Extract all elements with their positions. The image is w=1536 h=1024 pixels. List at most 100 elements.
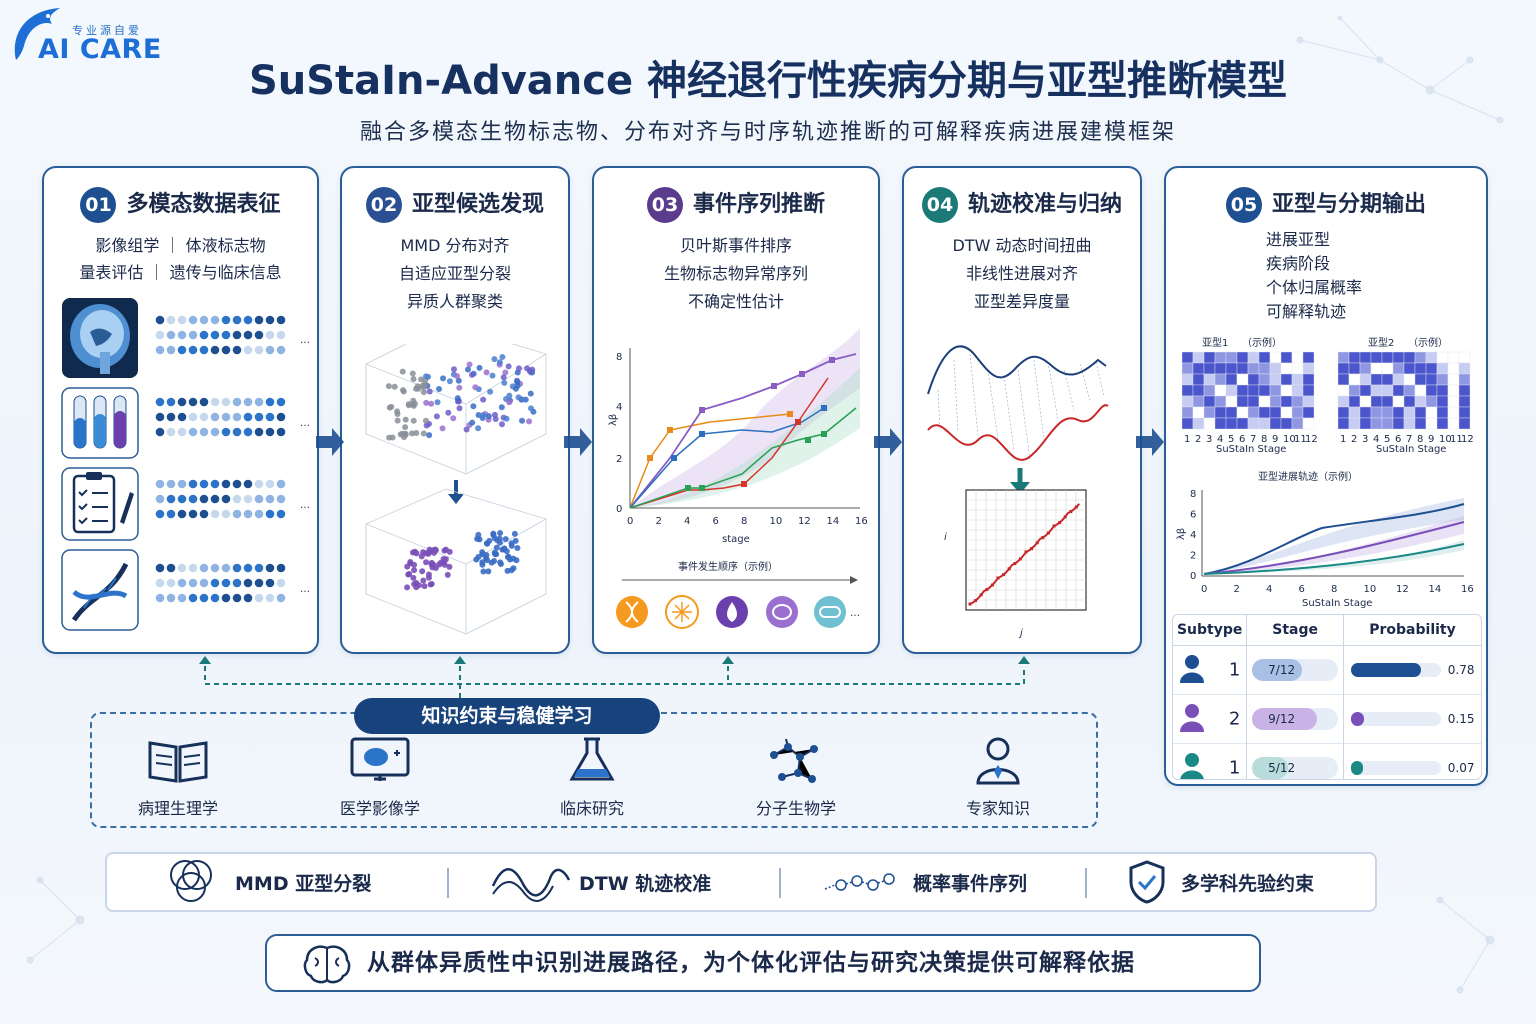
method-mmd: MMD 亚型分裂 xyxy=(161,854,371,910)
chart3-marker xyxy=(829,357,835,363)
heatmap-tick: 1 xyxy=(1184,434,1190,445)
molecule-icon xyxy=(770,738,818,783)
arrow-right-icon xyxy=(874,428,902,456)
ellipsis-3: … xyxy=(300,500,310,511)
knowledge-item-label: 病理生理学 xyxy=(137,799,218,818)
dolphin-logo-icon xyxy=(14,8,60,60)
panel-title: 亚型与分期输出 xyxy=(1271,192,1426,217)
trajectory-xtick: 0 xyxy=(1201,584,1207,595)
chart3-marker xyxy=(699,485,705,491)
chart3-ytick: 0 xyxy=(616,504,622,515)
panel-title: 多模态数据表征 xyxy=(126,192,281,217)
panel-4-line-1: DTW 动态时间扭曲 xyxy=(952,236,1092,255)
dtw-jlabel: j xyxy=(1018,628,1023,639)
page-subtitle: 融合多模态生物标志物、分布对齐与时序轨迹推断的可解释疾病进展建模框架 xyxy=(359,120,1176,145)
knowledge-item-medical-imaging: 医学影像学 xyxy=(300,735,460,819)
panel-1-line-2: 量表评估 ｜ 遗传与临床信息 xyxy=(79,263,282,282)
method-label: MMD 亚型分裂 xyxy=(235,872,372,895)
knowledge-title: 知识约束与稳健学习 xyxy=(354,698,660,734)
heatmap-tick: 8 xyxy=(1417,434,1423,445)
panel-title: 亚型候选发现 xyxy=(411,192,544,217)
chart3-marker xyxy=(685,485,691,491)
trajectory-xtick: 12 xyxy=(1396,584,1409,595)
chart3-xtick: 0 xyxy=(627,516,633,527)
brain-event-icon xyxy=(766,596,798,628)
panel-5-line-4: 可解释轨迹 xyxy=(1266,302,1347,321)
panel-1-header: 01 多模态数据表征 xyxy=(44,186,317,223)
knowledge-item-clinical-research: 临床研究 xyxy=(512,735,672,819)
scatter-points-mixed xyxy=(385,353,537,441)
step-badge: 05 xyxy=(1225,187,1262,223)
trajectory-xtick: 10 xyxy=(1364,584,1377,595)
trajectory-xlabel: SuStaIn Stage xyxy=(1302,598,1372,609)
chart3-marker xyxy=(821,431,827,437)
heatmap-tick: 5 xyxy=(1228,434,1234,445)
chart3-xtick: 12 xyxy=(798,516,811,527)
chart3-marker xyxy=(647,455,653,461)
dtw-alignment-lines xyxy=(937,353,1105,461)
chart3-xtick: 6 xyxy=(713,516,719,527)
heatmap-tick: 11 xyxy=(1450,434,1463,445)
probability-value: 0.07 xyxy=(1447,761,1475,775)
separator xyxy=(447,868,449,898)
probability-bar xyxy=(1350,761,1441,775)
chart3-marker xyxy=(799,371,805,377)
cluster-3d-plots xyxy=(365,344,547,635)
stage-pill: 9/12 xyxy=(1252,708,1339,730)
probability-bar xyxy=(1350,663,1441,677)
panel-1-line-1: 影像组学 ｜ 体液标志物 xyxy=(95,236,266,255)
panel-4-line-2: 非线性进展对齐 xyxy=(965,264,1078,283)
series-purple xyxy=(629,353,857,509)
panel-2-header: 02 亚型候选发现 xyxy=(342,186,568,223)
methods-bar: MMD 亚型分裂 DTW 轨迹校准 概率事件序列 多学科先验约束 xyxy=(105,852,1377,912)
knowledge-item-label: 专家知识 xyxy=(965,799,1030,818)
trajectory-xtick: 16 xyxy=(1461,584,1474,595)
pill-event-icon xyxy=(814,596,846,628)
open-book-icon xyxy=(148,741,208,783)
step-badge: 01 xyxy=(80,187,117,223)
heatmap-tick: 1 xyxy=(1340,434,1346,445)
chart3-xtick: 4 xyxy=(684,516,690,527)
knowledge-feedback-lines xyxy=(204,666,1025,700)
chart3-marker xyxy=(667,427,673,433)
method-label: 概率事件序列 xyxy=(913,872,1028,895)
dtw-cost-matrix xyxy=(965,489,1087,611)
stage-cell: 9/12 xyxy=(1246,694,1344,744)
chart3-ylabel: λβ xyxy=(608,414,619,426)
stage-value: 5/12 xyxy=(1268,761,1296,775)
chart3-xtick: 2 xyxy=(656,516,662,527)
panel-2-line-2: 自适应亚型分裂 xyxy=(398,264,511,283)
knowledge-item-pathophysiology: 病理生理学 xyxy=(98,735,258,819)
subtype-value: 1 xyxy=(1228,659,1241,681)
trajectory-subtype-3 xyxy=(1203,543,1465,575)
table-row: 1 5/12 0.07 xyxy=(1173,743,1481,779)
heatmap-1-example: （示例） xyxy=(1242,336,1282,349)
stage-value: 9/12 xyxy=(1268,712,1296,726)
heatmap-tick: 4 xyxy=(1373,434,1379,445)
stage-pill: 5/12 xyxy=(1252,757,1339,779)
event-order-title: 事件发生顺序（示例） xyxy=(678,560,778,573)
dtw-ilabel: i xyxy=(944,532,947,543)
scatter-3d-after xyxy=(365,488,547,635)
col-header-probability: Probability xyxy=(1343,615,1481,646)
trajectory-subtype-1 xyxy=(1203,503,1465,575)
flask-icon xyxy=(569,737,615,781)
step-badge: 02 xyxy=(365,187,402,223)
subtype-value: 2 xyxy=(1228,708,1241,730)
method-label: DTW 轨迹校准 xyxy=(579,872,712,895)
dtw-illustration: i j xyxy=(927,345,1109,639)
chart3-xlabel: stage xyxy=(722,534,750,545)
heatmap-tick: 7 xyxy=(1250,434,1256,445)
wave-icon xyxy=(491,868,571,902)
knowledge-item-label: 临床研究 xyxy=(559,799,624,818)
chart3-marker xyxy=(821,405,827,411)
panel-title: 轨迹校准与归纳 xyxy=(967,192,1122,217)
patient-avatar-icon xyxy=(1179,702,1205,736)
subtype-value: 1 xyxy=(1228,757,1241,779)
